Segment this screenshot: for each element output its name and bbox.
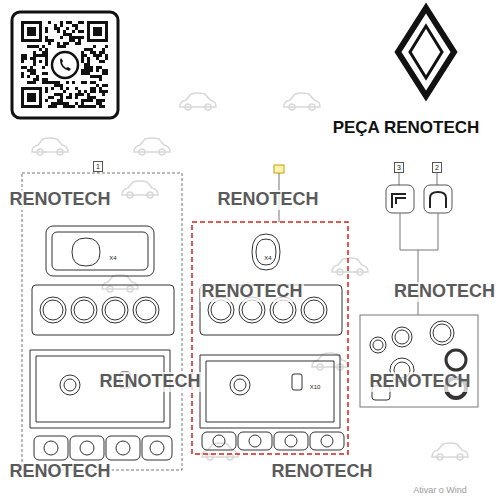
gasket-set xyxy=(30,226,174,460)
watermark: RENOTECH xyxy=(393,282,496,302)
brand-name: PEÇA RENOTECH xyxy=(332,119,481,138)
watermark: RENOTECH xyxy=(8,190,111,210)
watermark: RENOTECH xyxy=(200,282,303,302)
callout-marker xyxy=(274,165,284,173)
leader-line xyxy=(98,172,99,173)
seal-icon xyxy=(424,185,452,213)
seal-symbol xyxy=(392,194,406,208)
seal-icon xyxy=(386,185,414,213)
gasket-set xyxy=(200,234,344,450)
seal-symbol xyxy=(430,192,446,208)
leader-line xyxy=(437,172,438,185)
quantity-label: X4 xyxy=(108,255,117,262)
callout-box: 1 xyxy=(93,161,103,172)
kit-group-frame xyxy=(22,173,182,470)
callout-box: 3 xyxy=(394,162,404,173)
car-watermarks xyxy=(32,93,468,460)
watermark: RENOTECH xyxy=(368,372,471,392)
callout-number: 1 xyxy=(94,162,102,171)
callout-number: 3 xyxy=(395,163,403,172)
system-watermark: Ativar o Wind xyxy=(412,486,468,496)
qr-frame xyxy=(12,12,118,118)
seal-group-frame xyxy=(360,315,478,407)
qr-code xyxy=(21,21,108,108)
callout-box: 2 xyxy=(432,162,442,173)
callout-number: 2 xyxy=(433,163,441,172)
watermark: RENOTECH xyxy=(98,372,201,392)
brand-logo xyxy=(398,8,454,96)
watermark: RENOTECH xyxy=(270,462,373,482)
quantity-label: X10 xyxy=(309,384,322,391)
watermark: RENOTECH xyxy=(216,190,319,210)
watermark: RENOTECH xyxy=(8,462,111,482)
leader-line xyxy=(399,172,400,185)
selected-kit-frame xyxy=(192,222,348,454)
quantity-label: X4 xyxy=(263,255,272,262)
